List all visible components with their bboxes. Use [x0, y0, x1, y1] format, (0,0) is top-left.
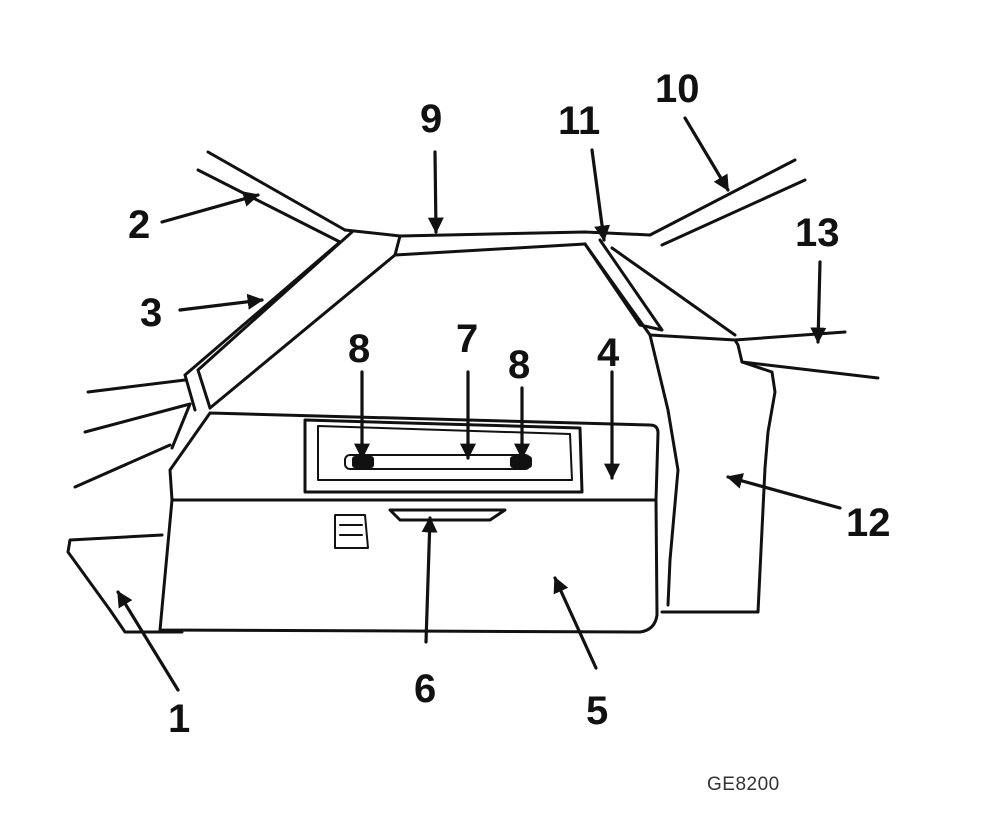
callout-5: 5: [586, 689, 608, 733]
arrow-12: [726, 473, 842, 510]
arrow-6: [421, 516, 438, 644]
left-side-trim: [66, 533, 184, 634]
callout-4: 4: [597, 331, 620, 375]
right-side-panel: [660, 360, 777, 614]
callout-6: 6: [414, 667, 436, 711]
callout-13: 13: [795, 211, 840, 255]
arrow-1: [116, 590, 180, 692]
arrow-3: [178, 293, 264, 312]
callout-8-left: 8: [348, 327, 370, 371]
left-quarter-trim: [183, 230, 354, 412]
left-roof-pillar: [196, 150, 347, 244]
callout-1: 1: [168, 697, 190, 741]
callout-7: 7: [456, 317, 478, 361]
trunk-lid-panel: [168, 411, 660, 502]
arrow-10: [683, 116, 730, 192]
callout-8-right: 8: [508, 343, 530, 387]
recess-frame-inner: [317, 425, 573, 481]
arrow-11: [590, 148, 611, 242]
arrow-5: [553, 576, 598, 670]
left-body-lines: [73, 378, 192, 489]
callout-10: 10: [655, 67, 700, 111]
latch-cover: [388, 508, 507, 522]
line-art: [66, 150, 880, 634]
rear-header-panel: [343, 228, 652, 257]
callout-9: 9: [420, 97, 442, 141]
arrow-2: [160, 191, 260, 224]
rear-deck-shelf: [648, 330, 880, 380]
callout-12: 12: [846, 501, 891, 545]
lower-trim-panel: [158, 498, 659, 634]
arrow-13: [810, 260, 827, 344]
right-pillar-trim: [583, 238, 737, 337]
latch-striker: [334, 514, 369, 549]
callout-2: 2: [128, 203, 150, 247]
arrow-9: [427, 150, 444, 234]
callout-3: 3: [140, 291, 162, 335]
right-roof-pillar: [648, 158, 807, 247]
rear-wall: [208, 242, 680, 607]
figure-reference-code: GE8200: [707, 774, 780, 795]
callout-labels: 1 2 3 4 5 6 7 8 8 9 10 11 12 13: [128, 67, 891, 741]
leader-arrows: [116, 116, 842, 692]
callout-11: 11: [558, 99, 600, 143]
recess-frame-outer: [303, 418, 584, 494]
